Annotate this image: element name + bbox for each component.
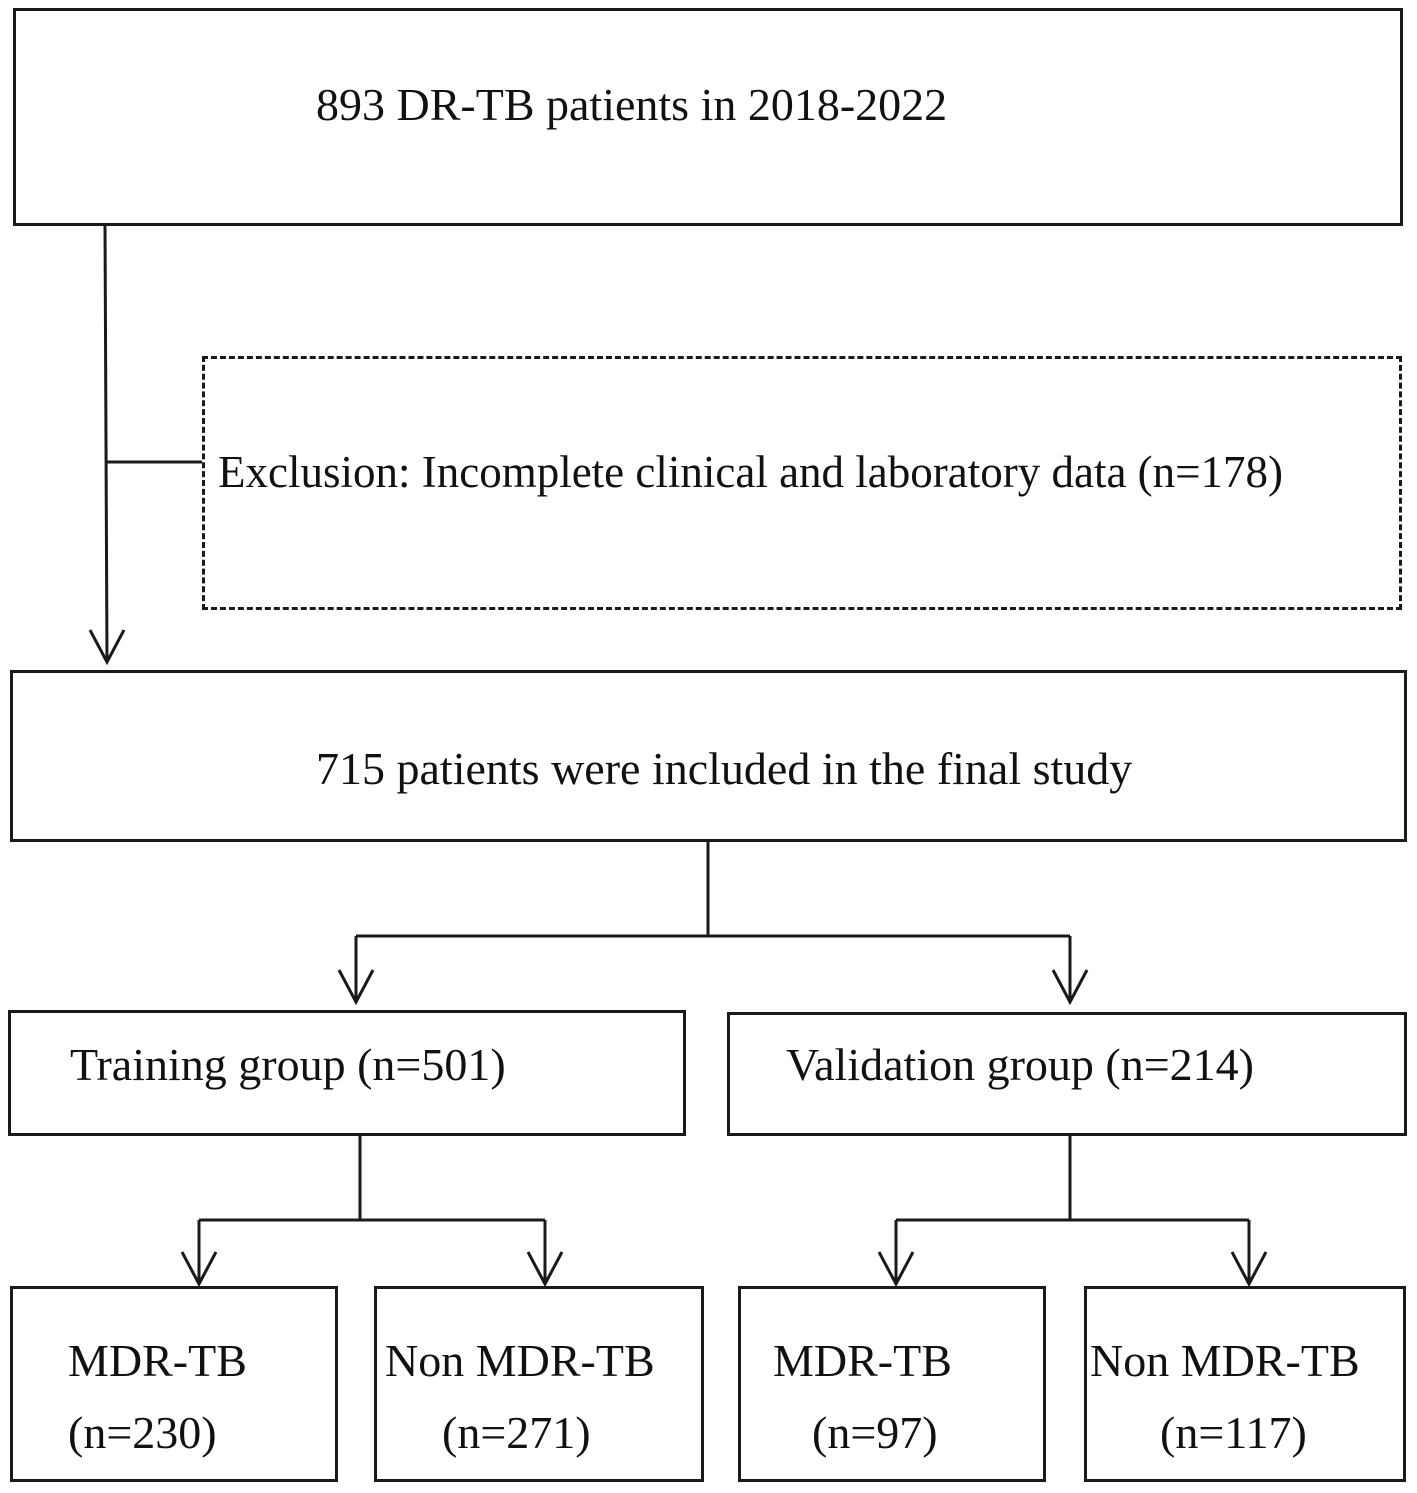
top-box-label: 893 DR-TB patients in 2018-2022 [316, 79, 948, 130]
arrowhead-training-mdr [180, 1251, 218, 1288]
training-mdr-label: MDR-TB [68, 1335, 247, 1386]
training-group-label: Training group (n=501) [70, 1039, 506, 1090]
validation-mdr-count: (n=97) [812, 1407, 938, 1458]
arrowhead-validation-mdr [877, 1251, 915, 1288]
included-box [10, 670, 1407, 842]
validation-mdr-label: MDR-TB [773, 1335, 952, 1386]
validation-non-mdr-label: Non MDR-TB [1090, 1335, 1360, 1386]
exclusion-box [202, 356, 1402, 610]
validation-mdr-box [738, 1286, 1046, 1482]
main-vertical-connector [103, 223, 109, 663]
training-non-mdr-label: Non MDR-TB [385, 1335, 655, 1386]
top-box [13, 8, 1403, 226]
arrowhead-training-non-mdr [526, 1251, 564, 1288]
arrowhead-validation-non-mdr [1230, 1251, 1268, 1288]
validation-non-mdr-box [1084, 1286, 1406, 1482]
training-group-box [8, 1010, 686, 1136]
training-mdr-box [10, 1286, 338, 1482]
arrowhead-training [337, 969, 375, 1006]
training-mdr-count: (n=230) [68, 1407, 217, 1458]
arrowhead-validation [1051, 969, 1089, 1006]
arrowhead-included [88, 629, 126, 666]
training-non-mdr-count: (n=271) [442, 1407, 591, 1458]
training-non-mdr-box [374, 1286, 704, 1482]
included-box-label: 715 patients were included in the final … [316, 743, 1133, 794]
validation-non-mdr-count: (n=117) [1160, 1407, 1307, 1458]
validation-group-box [727, 1012, 1407, 1136]
exclusion-box-label: Exclusion: Incomplete clinical and labor… [218, 447, 1284, 497]
validation-group-label: Validation group (n=214) [786, 1039, 1254, 1090]
